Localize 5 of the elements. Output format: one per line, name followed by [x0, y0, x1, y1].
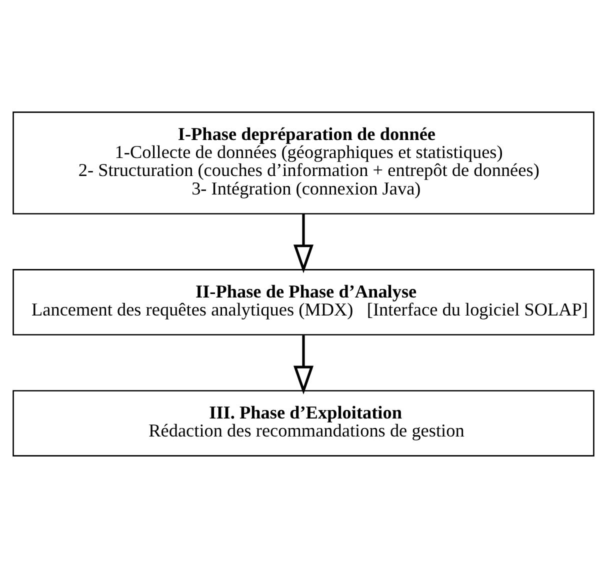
- arrow: [293, 214, 314, 274]
- node-box: III. Phase d’Exploitation Rédaction des recommandations de gestion: [12, 390, 594, 456]
- node-box: I-Phase depréparation de donnée 1-Collecte de données (géographiques et statistiques) 2- Structuration (couches d’information + entrepôt de données) 3- Intégration (connexion Java): [12, 112, 594, 214]
- node-box: II-Phase de Phase d’Analyse Lancement des requêtes analytiques (MDX) [Interface du logiciel SOLAP]: [12, 269, 594, 336]
- arrow: [293, 335, 314, 394]
